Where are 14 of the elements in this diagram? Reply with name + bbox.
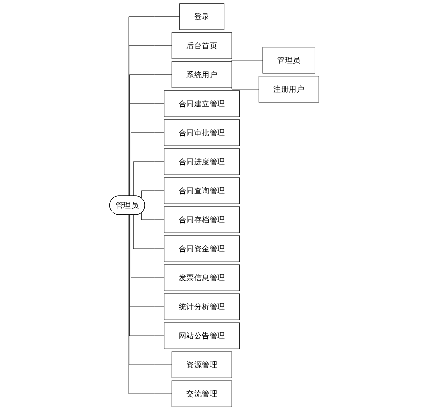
connector — [129, 214, 165, 336]
connector — [141, 212, 165, 220]
connector — [131, 132, 165, 197]
connector — [131, 214, 165, 278]
connector — [129, 214, 172, 366]
connector — [129, 46, 172, 197]
connector — [128, 16, 180, 197]
connector — [129, 74, 172, 197]
connector — [130, 104, 165, 197]
connector — [133, 214, 165, 250]
connector — [141, 190, 165, 199]
connector — [133, 162, 165, 197]
connector — [130, 214, 165, 308]
connector — [128, 214, 172, 394]
